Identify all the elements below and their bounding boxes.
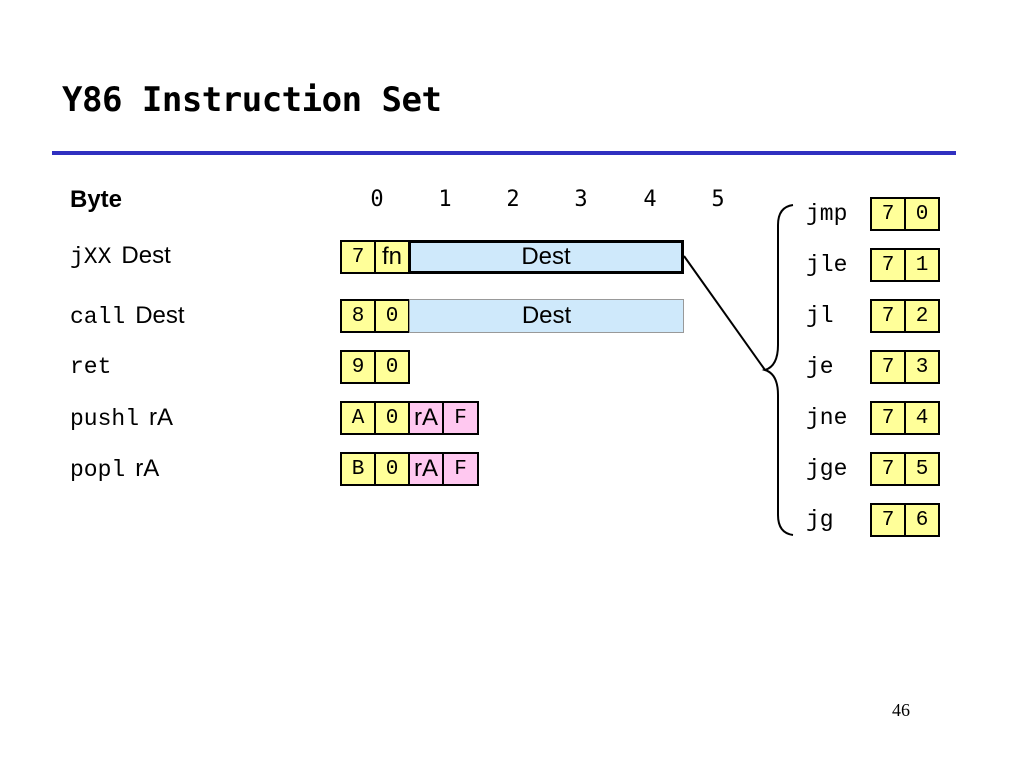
instruction-operand: Dest (121, 242, 171, 269)
instruction-mnemonic: ret (70, 354, 112, 380)
curly-brace (761, 204, 794, 536)
pushl-ra-cell: rA (408, 401, 444, 435)
jne-code-low: 4 (904, 401, 940, 435)
jl-code-low: 2 (904, 299, 940, 333)
byte-number-4: 4 (643, 187, 657, 212)
byte-number-2: 2 (506, 187, 520, 212)
call-opcode-cell: 8 (340, 299, 376, 333)
je-code-high: 7 (870, 350, 906, 384)
jle-code-high: 7 (870, 248, 906, 282)
byte-number-3: 3 (574, 187, 588, 212)
jge-code-low: 5 (904, 452, 940, 486)
jmp-code-high: 7 (870, 197, 906, 231)
title-underline (52, 151, 956, 155)
je-code-low: 3 (904, 350, 940, 384)
popl-ra-cell: rA (408, 452, 444, 486)
popl-rb-cell: F (442, 452, 479, 486)
jxx-dest-cell: Dest (408, 240, 684, 274)
jump-name-jl: jl (806, 303, 834, 329)
instruction-operand: Dest (135, 302, 185, 329)
popl-opcode-cell: B (340, 452, 376, 486)
jump-name-jne: jne (806, 405, 848, 431)
popl-fn-cell: 0 (374, 452, 410, 486)
slide-title: Y86 Instruction Set (62, 80, 442, 120)
jump-name-je: je (806, 354, 834, 380)
byte-number-1: 1 (438, 187, 452, 212)
pushl-opcode-cell: A (340, 401, 376, 435)
instruction-mnemonic: jXX (70, 244, 112, 270)
jump-name-jg: jg (806, 507, 834, 533)
instruction-mnemonic: call (70, 304, 126, 330)
instruction-label-jxx: jXX Dest (70, 242, 171, 270)
pushl-rb-cell: F (442, 401, 479, 435)
connector-line (683, 255, 766, 371)
jump-name-jmp: jmp (806, 201, 848, 227)
call-dest-cell: Dest (409, 299, 684, 333)
instruction-label-ret: ret (70, 354, 111, 380)
jg-code-low: 6 (904, 503, 940, 537)
jump-name-jge: jge (806, 456, 848, 482)
jxx-fn-cell: fn (374, 240, 410, 274)
call-fn-cell: 0 (374, 299, 410, 333)
byte-number-0: 0 (370, 187, 384, 212)
page-number: 46 (892, 700, 910, 720)
ret-opcode-cell: 9 (340, 350, 376, 384)
instruction-label-call: call Dest (70, 302, 185, 330)
ret-fn-cell: 0 (374, 350, 410, 384)
instruction-operand: rA (149, 404, 174, 431)
jmp-code-low: 0 (904, 197, 940, 231)
jl-code-high: 7 (870, 299, 906, 333)
jne-code-high: 7 (870, 401, 906, 435)
instruction-operand: rA (135, 455, 160, 482)
jg-code-high: 7 (870, 503, 906, 537)
jle-code-low: 1 (904, 248, 940, 282)
jump-name-jle: jle (806, 252, 848, 278)
jge-code-high: 7 (870, 452, 906, 486)
byte-header-label: Byte (70, 186, 123, 213)
byte-number-5: 5 (711, 187, 725, 212)
instruction-mnemonic: pushl (70, 406, 140, 432)
instruction-mnemonic: popl (70, 457, 126, 483)
jxx-opcode-cell: 7 (340, 240, 376, 274)
